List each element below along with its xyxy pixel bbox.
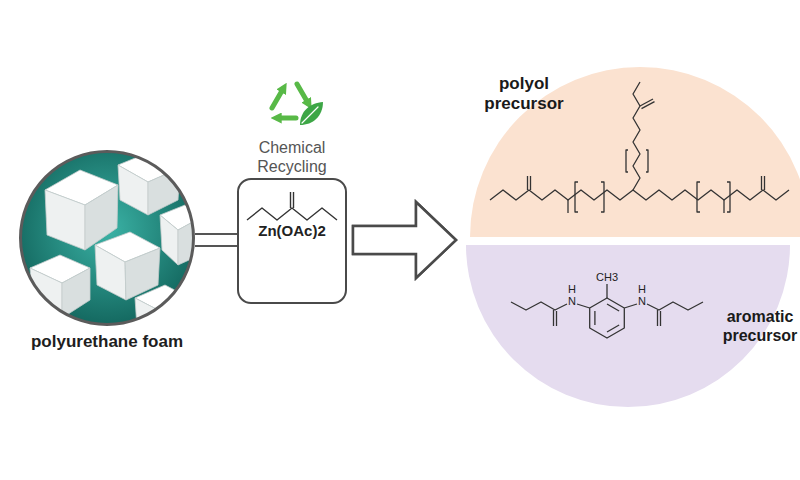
- node-caption: polyurethane foam: [7, 332, 207, 352]
- atom-label: H: [638, 284, 646, 295]
- connector: [353, 202, 456, 278]
- cube-face: [148, 168, 180, 215]
- connector: [353, 202, 456, 278]
- leaf: [300, 102, 323, 125]
- recycle-arrow: [297, 84, 308, 103]
- connector-line: [195, 233, 237, 235]
- cube-face: [45, 190, 85, 250]
- foam-cubes: [17, 148, 200, 340]
- foam-circle: polyurethane foam: [19, 150, 195, 355]
- node-heading: Chemical Recycling: [232, 138, 352, 176]
- atom-label: N: [568, 296, 576, 307]
- recycle-arrow: [272, 89, 283, 108]
- hollow-arrow: [353, 202, 456, 278]
- product-label: polyol precursor: [478, 74, 570, 115]
- product-halfdisc: polyol precursor: [458, 52, 800, 237]
- atom-label: N: [638, 296, 646, 307]
- hollow-arrow: [353, 202, 456, 278]
- recycle-arrow: [278, 116, 296, 121]
- halfdisc-shape: [470, 67, 800, 237]
- cube-face: [118, 165, 148, 215]
- circle-outline: [21, 152, 194, 325]
- leaf-vein: [302, 107, 318, 123]
- atom-label: CH3: [596, 272, 618, 283]
- cube-face: [160, 215, 178, 265]
- cube-face: [95, 245, 126, 300]
- connector-line: [195, 245, 237, 247]
- atom-label: H: [568, 284, 576, 295]
- foam-background: [17, 148, 197, 328]
- circle-outline: [19, 150, 195, 326]
- cube-face: [178, 218, 200, 265]
- product-label: aromatic precursor: [720, 307, 800, 345]
- connector: [195, 234, 237, 246]
- cube-face: [62, 268, 90, 318]
- rounded-box: Zn(OAc)2: [237, 178, 347, 304]
- halfdisc-shape: [466, 245, 790, 407]
- product-halfdisc: aromatic precursor: [458, 245, 800, 415]
- reagent-label: Zn(OAc)2: [239, 222, 345, 240]
- reagent-box: Zn(OAc)2Chemical Recycling: [237, 138, 347, 304]
- recycling-icon: [272, 84, 323, 125]
